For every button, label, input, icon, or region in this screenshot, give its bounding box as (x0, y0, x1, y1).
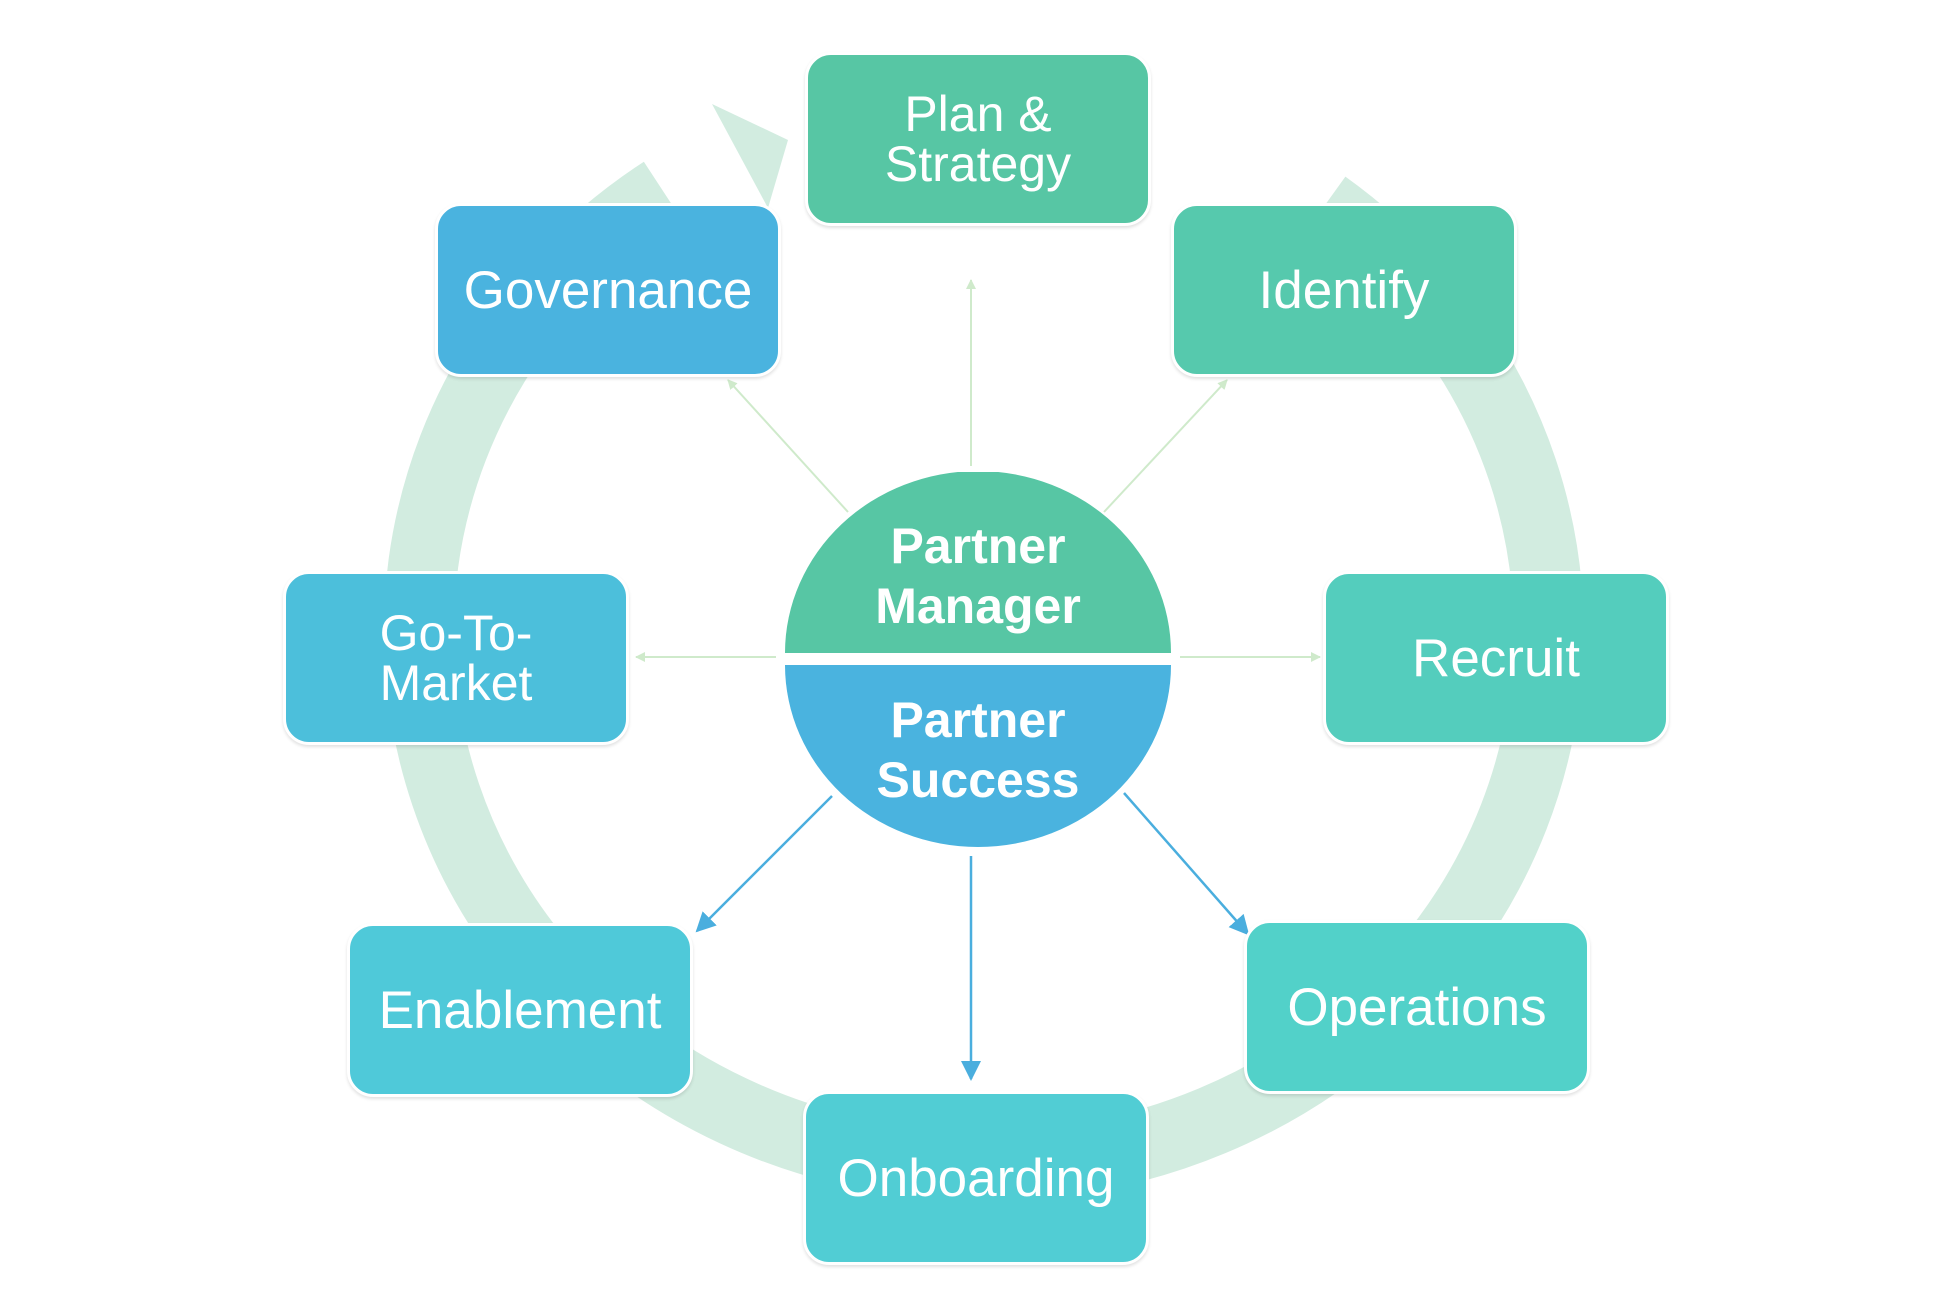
arrow-to-identify (1103, 379, 1228, 513)
center-hub: Partner Manager Partner Success (778, 471, 1178, 852)
arrow-to-governance (727, 379, 849, 513)
stage-label: Recruit (1412, 628, 1580, 688)
stage-label: Identify (1258, 260, 1430, 320)
cycle-arrowhead-icon (712, 104, 788, 208)
stage-enablement: Enablement (347, 923, 693, 1097)
stage-label: Enablement (378, 980, 662, 1040)
stage-label: Plan & Strategy (884, 86, 1072, 192)
stage-recruit: Recruit (1323, 571, 1669, 745)
stage-label: Governance (463, 260, 753, 320)
arrow-to-operations (1123, 792, 1250, 936)
stage-onboarding: Onboarding (803, 1091, 1149, 1265)
stage-label: Go-To- Market (379, 605, 533, 711)
hub-circle (785, 471, 1171, 847)
stage-label: Operations (1287, 977, 1547, 1037)
hub-partner-success-half (785, 665, 1171, 847)
hub-partner-manager-label: Partner Manager (875, 518, 1081, 634)
stage-go-to-market: Go-To- Market (283, 571, 629, 745)
hub-partner-manager-half (785, 471, 1171, 653)
stage-identify: Identify (1171, 203, 1517, 377)
stage-operations: Operations (1244, 920, 1590, 1094)
stage-label: Onboarding (837, 1148, 1115, 1208)
hub-partner-success-label: Partner Success (876, 692, 1080, 808)
stage-governance: Governance (435, 203, 781, 377)
stage-plan-strategy: Plan & Strategy (805, 52, 1151, 226)
arrow-to-enablement (695, 795, 833, 933)
